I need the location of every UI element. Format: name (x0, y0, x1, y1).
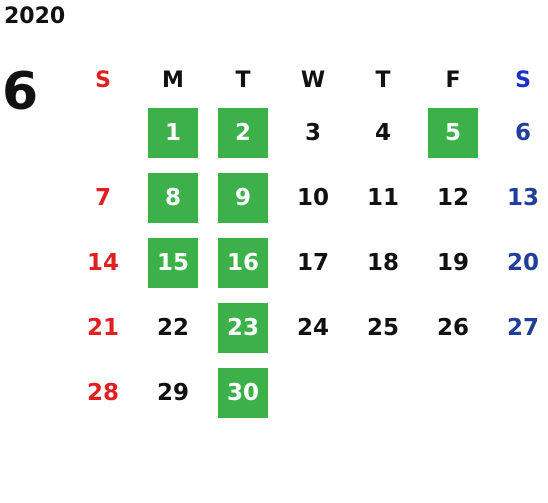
day-cell-highlighted[interactable]: 15 (138, 230, 208, 295)
day-number: 11 (366, 184, 399, 211)
day-number: 14 (86, 249, 119, 276)
day-cell[interactable]: 11 (348, 165, 418, 230)
day-number: 10 (296, 184, 329, 211)
day-number: 17 (296, 249, 329, 276)
day-number: 20 (506, 249, 539, 276)
day-cell[interactable]: 17 (278, 230, 348, 295)
weekday-header-thursday: T (375, 67, 391, 93)
day-number: 18 (366, 249, 399, 276)
year-label: 2020 (4, 4, 66, 29)
day-number: 7 (94, 184, 111, 211)
day-cell-highlighted[interactable]: 1 (138, 100, 208, 165)
day-number: 15 (148, 237, 198, 288)
day-cell[interactable]: 3 (278, 100, 348, 165)
day-number: 21 (86, 314, 119, 341)
day-cell[interactable]: 6 (488, 100, 548, 165)
day-cell-highlighted[interactable]: 2 (208, 100, 278, 165)
day-cell[interactable]: 26 (418, 295, 488, 360)
day-number: 13 (506, 184, 539, 211)
day-number: 23 (218, 302, 268, 353)
day-cell[interactable]: 19 (418, 230, 488, 295)
day-cell[interactable]: 29 (138, 360, 208, 425)
day-cell[interactable]: 24 (278, 295, 348, 360)
day-number: 4 (374, 119, 391, 146)
weekday-header-friday: F (445, 67, 461, 93)
day-number: 1 (148, 107, 198, 158)
day-number: 25 (366, 314, 399, 341)
day-cell (68, 100, 138, 165)
day-cell[interactable]: 20 (488, 230, 548, 295)
weekday-header-sunday: S (95, 67, 111, 93)
day-cell[interactable]: 18 (348, 230, 418, 295)
day-number (78, 108, 128, 158)
day-cell[interactable]: 4 (348, 100, 418, 165)
day-number: 2 (218, 107, 268, 158)
day-cell-highlighted[interactable]: 8 (138, 165, 208, 230)
day-number: 12 (436, 184, 469, 211)
day-cell-highlighted[interactable]: 9 (208, 165, 278, 230)
day-number: 3 (304, 119, 321, 146)
weekday-header-wednesday: W (300, 67, 326, 93)
day-cell (348, 360, 418, 425)
day-cell[interactable]: 7 (68, 165, 138, 230)
day-cell-highlighted[interactable]: 16 (208, 230, 278, 295)
day-cell[interactable]: 27 (488, 295, 548, 360)
weekday-header-saturday: S (515, 67, 531, 93)
day-cell[interactable]: 14 (68, 230, 138, 295)
day-cell[interactable]: 28 (68, 360, 138, 425)
day-number: 8 (148, 172, 198, 223)
month-number: 6 (2, 62, 39, 122)
day-number: 30 (218, 367, 268, 418)
day-cell-highlighted[interactable]: 5 (418, 100, 488, 165)
day-number: 6 (514, 119, 531, 146)
calendar-grid: S M T W T F S 1 2 3 4 5 6 7 8 9 10 11 12… (68, 60, 544, 425)
day-number: 28 (86, 379, 119, 406)
day-cell (488, 360, 548, 425)
day-cell[interactable]: 25 (348, 295, 418, 360)
day-cell-highlighted[interactable]: 23 (208, 295, 278, 360)
day-number: 5 (428, 107, 478, 158)
day-number: 29 (156, 379, 189, 406)
day-number (428, 368, 478, 418)
day-number: 27 (506, 314, 539, 341)
day-cell[interactable]: 10 (278, 165, 348, 230)
day-cell[interactable]: 21 (68, 295, 138, 360)
day-cell[interactable]: 13 (488, 165, 548, 230)
weekday-header-monday: M (162, 67, 184, 93)
day-number: 19 (436, 249, 469, 276)
day-cell (278, 360, 348, 425)
day-number: 22 (156, 314, 189, 341)
day-number: 16 (218, 237, 268, 288)
day-number (498, 368, 548, 418)
day-cell[interactable]: 22 (138, 295, 208, 360)
day-number: 24 (296, 314, 329, 341)
weekday-header-tuesday: T (235, 67, 251, 93)
day-cell[interactable]: 12 (418, 165, 488, 230)
day-cell (418, 360, 488, 425)
day-number: 26 (436, 314, 469, 341)
day-number (288, 368, 338, 418)
day-number (358, 368, 408, 418)
day-number: 9 (218, 172, 268, 223)
day-cell-highlighted[interactable]: 30 (208, 360, 278, 425)
